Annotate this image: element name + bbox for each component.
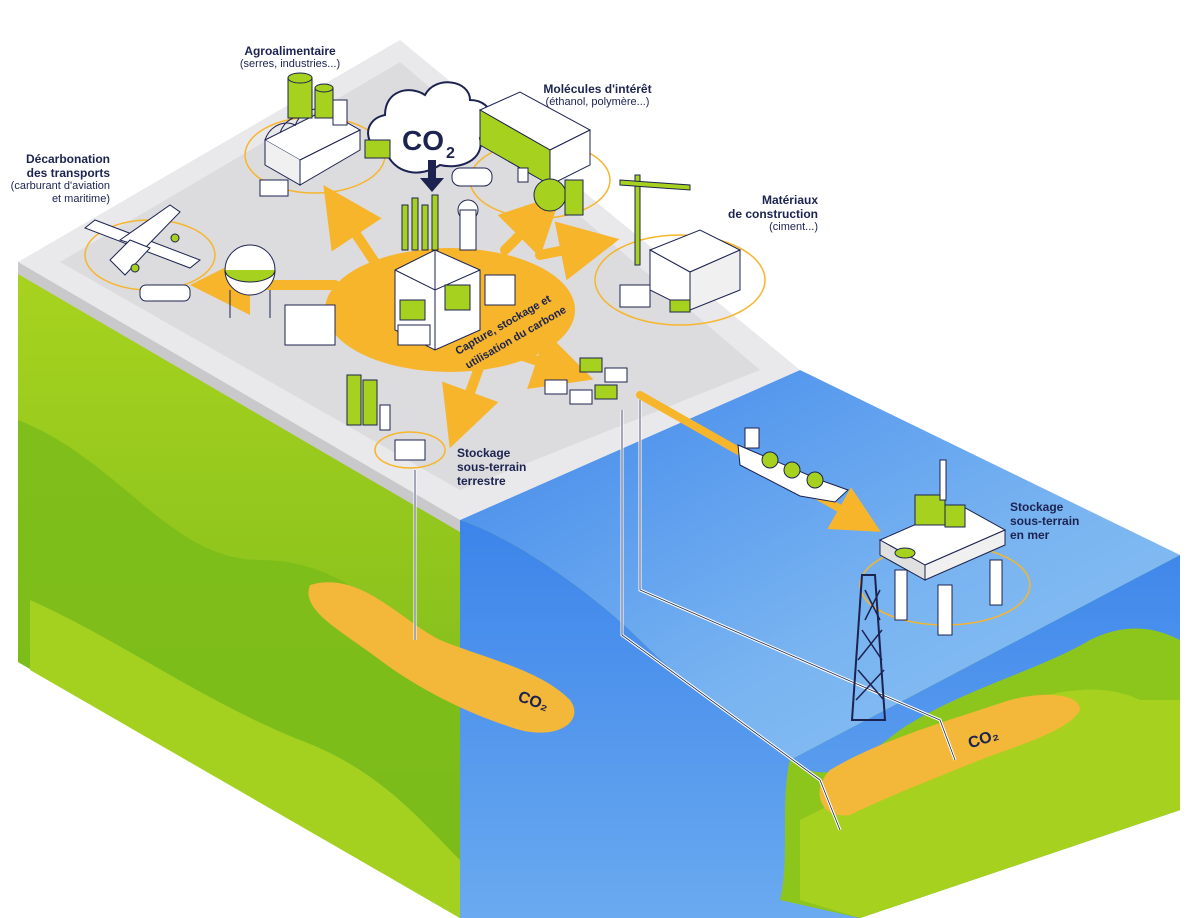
transport-title-2: des transports [26, 166, 110, 181]
materials-title-2: de construction [727, 207, 818, 222]
land-storage-line-1: Stockage [457, 446, 511, 460]
transport-subtitle-2: et maritime) [51, 193, 110, 206]
land-storage-line-2: sous-terrain [457, 460, 527, 475]
materials-subtitle: (ciment...) [769, 221, 818, 234]
materials-ring [594, 234, 766, 326]
molecules-factory [451, 91, 592, 216]
co2-carrier-ship [737, 427, 849, 503]
sea-storage-line-3: en mer [1010, 528, 1050, 543]
offshore-platform [850, 459, 1007, 721]
co2-reservoir-sea [819, 694, 1080, 816]
transport-subtitle-1: (carburant d'aviation [10, 180, 110, 193]
co2-cloud: CO 2 [367, 81, 494, 192]
molecules-title: Molécules d'intérêt [543, 82, 652, 96]
agro-title: Agroalimentaire [244, 44, 336, 58]
transport-title-1: Décarbonation [25, 152, 110, 166]
agro-subtitle: (serres, industries...) [239, 58, 341, 71]
land-storage-line-3: terrestre [457, 474, 506, 489]
agro-label: Agroalimentaire (serres, industries...) [225, 44, 355, 71]
land-storage-label: Stockage sous-terrain terrestre [457, 446, 547, 488]
land-storage-facility [346, 374, 426, 461]
materials-label: Matériaux de construction (ciment...) [700, 193, 818, 234]
molecules-subtitle: (éthanol, polymère...) [545, 96, 650, 109]
sea-storage-line-1: Stockage [1010, 500, 1064, 514]
sea-storage-line-2: sous-terrain [1010, 514, 1080, 529]
compressor-units [544, 357, 628, 405]
co2-cloud-subscript: 2 [446, 145, 455, 162]
construction-site [619, 174, 742, 313]
sea-storage-label: Stockage sous-terrain en mer [1010, 500, 1100, 542]
capture-plant [394, 194, 516, 351]
co2-cloud-text: CO [402, 125, 444, 156]
transport-assets [84, 204, 336, 346]
agro-facilities [259, 72, 391, 197]
distribution-arrows [190, 185, 620, 449]
transport-label: Décarbonation des transports (carburant … [10, 152, 110, 206]
materials-title-1: Matériaux [761, 193, 818, 207]
land-storage-ring [374, 431, 446, 469]
co2-reservoir-land [308, 582, 575, 733]
molecules-label: Molécules d'intérêt (éthanol, polymère..… [525, 82, 670, 109]
co2-down-arrow [420, 160, 444, 192]
